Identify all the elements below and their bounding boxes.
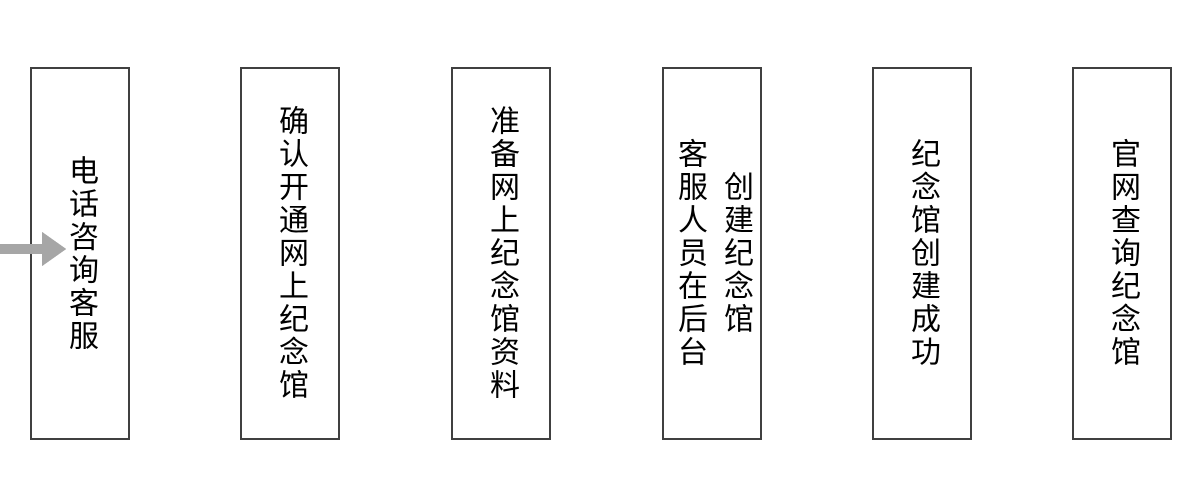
flow-step-1-line-1: 电话咨询客服 bbox=[64, 154, 97, 353]
flow-step-2-label: 确认开通网上纪念馆 bbox=[267, 105, 313, 402]
flow-step-2: 确认开通网上纪念馆 bbox=[240, 67, 340, 440]
flow-step-5-line-1: 纪念馆创建成功 bbox=[906, 138, 939, 369]
right-arrow-icon bbox=[0, 232, 66, 266]
flow-step-4-label: 客服人员在后台 创建纪念馆 bbox=[666, 138, 758, 369]
flow-step-1-label: 电话咨询客服 bbox=[57, 155, 103, 353]
flow-step-5: 纪念馆创建成功 bbox=[872, 67, 972, 440]
flow-step-3-line-1: 准备网上纪念馆资料 bbox=[485, 105, 518, 402]
flow-step-3: 准备网上纪念馆资料 bbox=[451, 67, 551, 440]
flow-step-2-line-1: 确认开通网上纪念馆 bbox=[274, 105, 307, 402]
flow-step-4-line-1: 客服人员在后台 bbox=[673, 138, 706, 369]
flow-step-6-line-1: 官网查询纪念馆 bbox=[1106, 138, 1139, 369]
flow-step-6: 官网查询纪念馆 bbox=[1072, 67, 1172, 440]
flow-step-4: 客服人员在后台 创建纪念馆 bbox=[662, 67, 762, 440]
flow-step-6-label: 官网查询纪念馆 bbox=[1099, 138, 1145, 369]
flow-step-3-label: 准备网上纪念馆资料 bbox=[478, 105, 524, 402]
flow-step-4-line-2: 创建纪念馆 bbox=[719, 171, 752, 336]
flow-step-5-label: 纪念馆创建成功 bbox=[899, 138, 945, 369]
